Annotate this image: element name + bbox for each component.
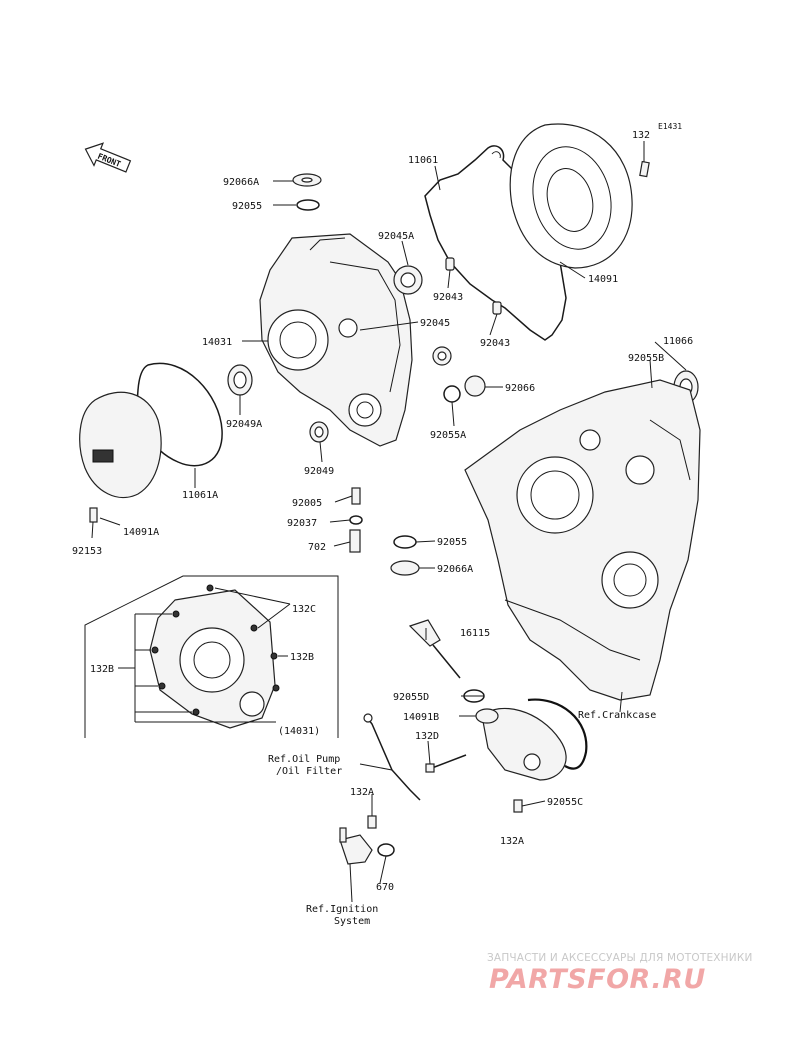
oring-92055A <box>443 385 461 403</box>
watermark-brand: PARTSFOR.RU <box>489 964 706 995</box>
clutch-cover-14031 <box>259 233 413 447</box>
diagram-code: E1431 <box>658 122 682 131</box>
oring-92055-mid <box>393 535 417 549</box>
bolt-92005 <box>351 487 361 505</box>
seal-92049A <box>227 364 253 396</box>
label-132B-left: 132B <box>90 664 114 675</box>
label-ref-oilpump-2: /Oil Filter <box>276 766 342 777</box>
seal-92049 <box>309 421 329 443</box>
label-92045: 92045 <box>420 318 450 329</box>
crankcase <box>464 379 701 701</box>
label-92005: 92005 <box>292 498 322 509</box>
plug-92066 <box>464 375 486 397</box>
bolt-132A-left <box>367 815 377 829</box>
label-16115: 16115 <box>460 628 490 639</box>
label-ref-crankcase: Ref.Crankcase <box>578 710 656 721</box>
label-ref-ign-2: System <box>334 916 370 927</box>
label-ref-oilpump-1: Ref.Oil Pump <box>268 754 340 765</box>
seal-92045 <box>432 346 452 366</box>
bolt-132-top <box>639 160 650 178</box>
label-92049: 92049 <box>304 466 334 477</box>
cap-92066A-mid <box>390 560 420 576</box>
label-14091A: 14091A <box>123 527 159 538</box>
cover-14091B <box>475 707 567 781</box>
label-11061: 11061 <box>408 155 438 166</box>
label-92037: 92037 <box>287 518 317 529</box>
label-92055D: 92055D <box>393 692 429 703</box>
label-132D: 132D <box>415 731 439 742</box>
label-92055-mid: 92055 <box>437 537 467 548</box>
label-132C: 132C <box>292 604 316 615</box>
label-670: 670 <box>376 882 394 893</box>
label-92066: 92066 <box>505 383 535 394</box>
clip-92037 <box>349 515 363 525</box>
oring-670 <box>377 843 395 857</box>
label-11066: 11066 <box>663 336 693 347</box>
watermark-tagline: ЗАПЧАСТИ И АКСЕССУАРЫ ДЛЯ МОТОТЕХНИКИ <box>487 952 753 964</box>
label-92153: 92153 <box>72 546 102 557</box>
seal-92045A <box>393 265 423 295</box>
label-92055C: 92055C <box>547 797 583 808</box>
label-14091B: 14091B <box>403 712 439 723</box>
gasket-11061 <box>424 145 567 341</box>
ignition-sensor <box>339 827 373 865</box>
inset-cover-bolt-view <box>84 575 339 738</box>
gasket-11061A <box>136 362 223 467</box>
label-14031: 14031 <box>202 337 232 348</box>
label-702: 702 <box>308 542 326 553</box>
bolt-132D <box>425 754 467 773</box>
label-14091: 14091 <box>588 274 618 285</box>
label-14031-ref: (14031) <box>278 726 320 737</box>
label-92049A: 92049A <box>226 419 262 430</box>
oring-92055C <box>527 698 588 770</box>
label-92045A: 92045A <box>378 231 414 242</box>
leader-lines <box>91 141 687 903</box>
dipstick-16115 <box>408 619 461 679</box>
label-92043-b: 92043 <box>480 338 510 349</box>
label-92066A-top: 92066A <box>223 177 259 188</box>
label-ref-ign-1: Ref.Ignition <box>306 904 378 915</box>
label-92055B: 92055B <box>628 353 664 364</box>
label-92043-a: 92043 <box>433 292 463 303</box>
cover-14091A <box>79 391 162 499</box>
pipe-702 <box>349 529 361 553</box>
label-132A-right: 132A <box>500 836 524 847</box>
label-132-top: 132 <box>632 130 650 141</box>
label-132B-right: 132B <box>290 652 314 663</box>
washer-92066A-top <box>292 173 322 187</box>
label-132A-left: 132A <box>350 787 374 798</box>
front-arrow-icon: FRONT <box>84 142 132 173</box>
oring-92055-top <box>296 199 320 211</box>
cover-plate-14091 <box>509 123 633 269</box>
bolt-92153 <box>89 507 98 523</box>
label-92055A: 92055A <box>430 430 466 441</box>
label-92055-top: 92055 <box>232 201 262 212</box>
label-11061A: 11061A <box>182 490 218 501</box>
label-92066A-mid: 92066A <box>437 564 473 575</box>
bolt-132A-right <box>513 799 523 813</box>
